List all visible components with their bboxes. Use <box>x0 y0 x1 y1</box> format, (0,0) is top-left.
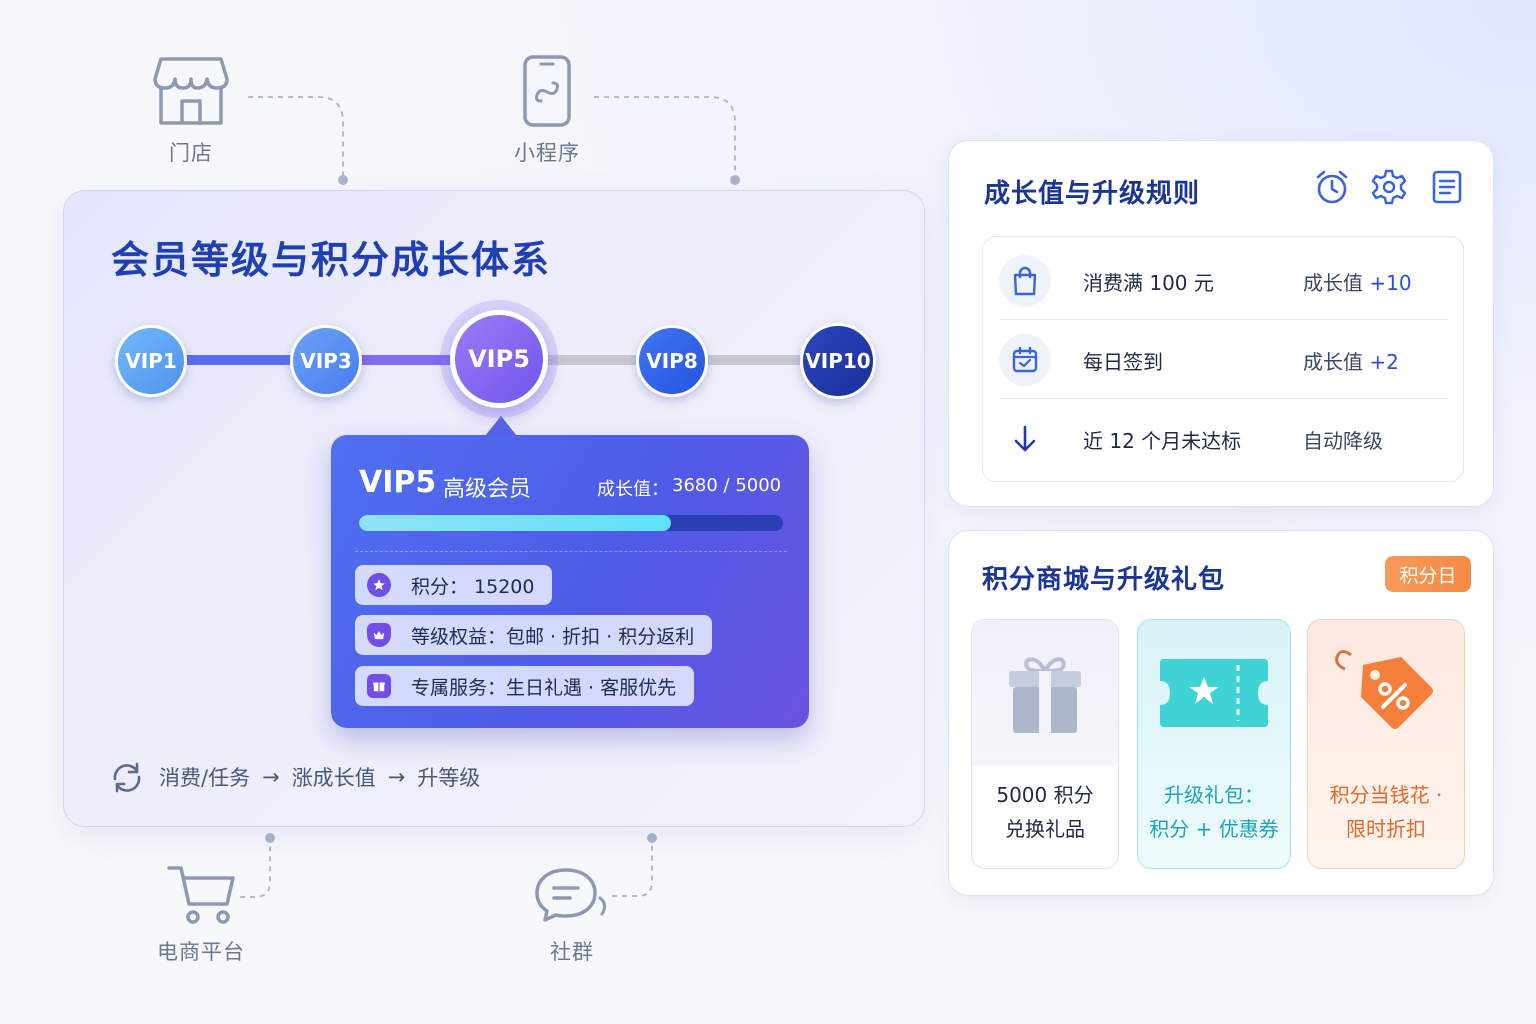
current-level-name: VIP5 <box>359 465 437 500</box>
mall-item-upgrade-pack[interactable]: 升级礼包： 积分 + 优惠券 <box>1137 619 1291 869</box>
mall-item-line2: 限时折扣 <box>1346 817 1426 841</box>
channel-store[interactable]: 门店 <box>151 55 231 167</box>
mall-item-line2: 积分 + 优惠券 <box>1149 817 1279 841</box>
ticket-icon <box>1160 659 1268 727</box>
current-level-rank: 高级会员 <box>443 477 532 502</box>
mini-program-icon <box>523 55 571 127</box>
level-node-vip3[interactable]: VIP3 <box>290 325 362 397</box>
points-day-badge[interactable]: 积分日 <box>1385 556 1471 592</box>
shopping-bag-icon <box>999 255 1051 307</box>
mall-item-discount[interactable]: 积分当钱花 · 限时折扣 <box>1307 619 1465 869</box>
rule-condition: 消费满 100 元 <box>1083 270 1214 295</box>
gift-icon <box>367 674 391 698</box>
cycle-icon <box>113 762 141 793</box>
chat-bubble-icon <box>535 868 607 922</box>
mall-item-gift[interactable]: 5000 积分 兑换礼品 <box>971 619 1119 869</box>
channel-ecommerce[interactable]: 电商平台 <box>157 862 245 966</box>
growth-flow: 消费/任务 → 涨成长值 → 升等级 <box>109 761 480 793</box>
flow-step-upgrade: 升等级 <box>417 766 481 790</box>
track-segment-2 <box>359 355 459 365</box>
growth-progress-bar <box>359 515 783 531</box>
points-pill: 积分： 15200 <box>355 565 553 605</box>
rules-title: 成长值与升级规则 <box>984 179 1201 209</box>
level-node-vip1[interactable]: VIP1 <box>115 325 187 397</box>
gear-icon[interactable] <box>1370 168 1408 206</box>
rule-divider <box>999 398 1449 399</box>
growth-value: 3680 / 5000 <box>672 475 782 496</box>
level-node-vip8[interactable]: VIP8 <box>636 325 708 397</box>
track-segment-1 <box>184 355 294 365</box>
cart-icon <box>167 866 235 924</box>
gift-box-icon <box>1009 657 1081 733</box>
level-card-pointer <box>485 416 517 436</box>
channel-ecommerce-label: 电商平台 <box>157 940 245 964</box>
track-segment-4 <box>704 355 804 365</box>
track-segment-3 <box>546 355 646 365</box>
membership-card: 会员等级与积分成长体系 VIP1 VIP3 VIP5 VIP8 VIP10 VI… <box>63 190 925 827</box>
store-icon <box>153 57 229 125</box>
mall-title: 积分商城与升级礼包 <box>982 565 1226 595</box>
benefits-pill: 等级权益：包邮 · 折扣 · 积分返利 <box>355 615 713 655</box>
level-node-vip10[interactable]: VIP10 <box>800 323 876 399</box>
rule-row: 近 12 个月未达标 自动降级 <box>999 409 1449 469</box>
growth-progress-fill <box>359 515 672 531</box>
flow-step-growth: 涨成长值 <box>291 766 376 790</box>
star-icon <box>367 573 391 597</box>
rules-list: 消费满 100 元 成长值 +10 每日签到 成长值 +2 近 12 个月未达标… <box>982 236 1464 482</box>
mall-item-line1: 升级礼包： <box>1163 783 1264 807</box>
rule-result: 成长值 +2 <box>1303 349 1399 374</box>
document-list-icon[interactable] <box>1429 168 1465 206</box>
calendar-check-icon <box>999 334 1051 386</box>
rule-row: 消费满 100 元 成长值 +10 <box>999 251 1449 311</box>
level-card-divider <box>355 551 787 552</box>
mall-card: 积分商城与升级礼包 积分日 5000 积分 兑换礼品 升级礼包： <box>948 530 1494 896</box>
rule-condition: 近 12 个月未达标 <box>1083 428 1242 453</box>
flow-step-consume: 消费/任务 <box>159 766 251 790</box>
channel-store-label: 门店 <box>169 141 213 165</box>
arrow-down-icon <box>999 413 1051 465</box>
discount-tag-icon <box>1335 650 1433 729</box>
services-text: 专属服务：生日礼遇 · 客服优先 <box>411 676 677 699</box>
mall-item-line1: 积分当钱花 · <box>1329 783 1443 807</box>
alarm-clock-icon[interactable] <box>1313 168 1351 206</box>
services-pill: 专属服务：生日礼遇 · 客服优先 <box>355 666 695 706</box>
current-level-card: VIP5 高级会员 成长值： 3680 / 5000 积分： 15200 等级权… <box>331 435 809 728</box>
growth-label: 成长值： <box>597 479 669 500</box>
rule-result: 成长值 +10 <box>1303 270 1412 295</box>
channel-community[interactable]: 社群 <box>532 866 612 966</box>
rules-card: 成长值与升级规则 消费满 100 元 成长值 +10 每日签到 成长值 +2 <box>948 140 1494 507</box>
points-text: 积分： 15200 <box>411 575 535 598</box>
mall-item-line1: 5000 积分 <box>996 783 1094 807</box>
flow-arrow: → <box>387 765 406 789</box>
rule-condition: 每日签到 <box>1083 349 1163 374</box>
benefits-text: 等级权益：包邮 · 折扣 · 积分返利 <box>411 625 695 648</box>
channel-mini-program-label: 小程序 <box>514 141 580 165</box>
mall-item-line2: 兑换礼品 <box>1004 817 1085 841</box>
rule-row: 每日签到 成长值 +2 <box>999 330 1449 390</box>
channel-mini-program[interactable]: 小程序 <box>514 55 580 167</box>
crown-shield-icon <box>367 623 391 647</box>
flow-arrow: → <box>262 765 280 789</box>
channel-community-label: 社群 <box>550 940 594 964</box>
rule-divider <box>999 319 1449 320</box>
level-node-vip5[interactable]: VIP5 <box>450 310 548 408</box>
page-title: 会员等级与积分成长体系 <box>111 238 552 282</box>
rule-result: 自动降级 <box>1303 428 1383 453</box>
